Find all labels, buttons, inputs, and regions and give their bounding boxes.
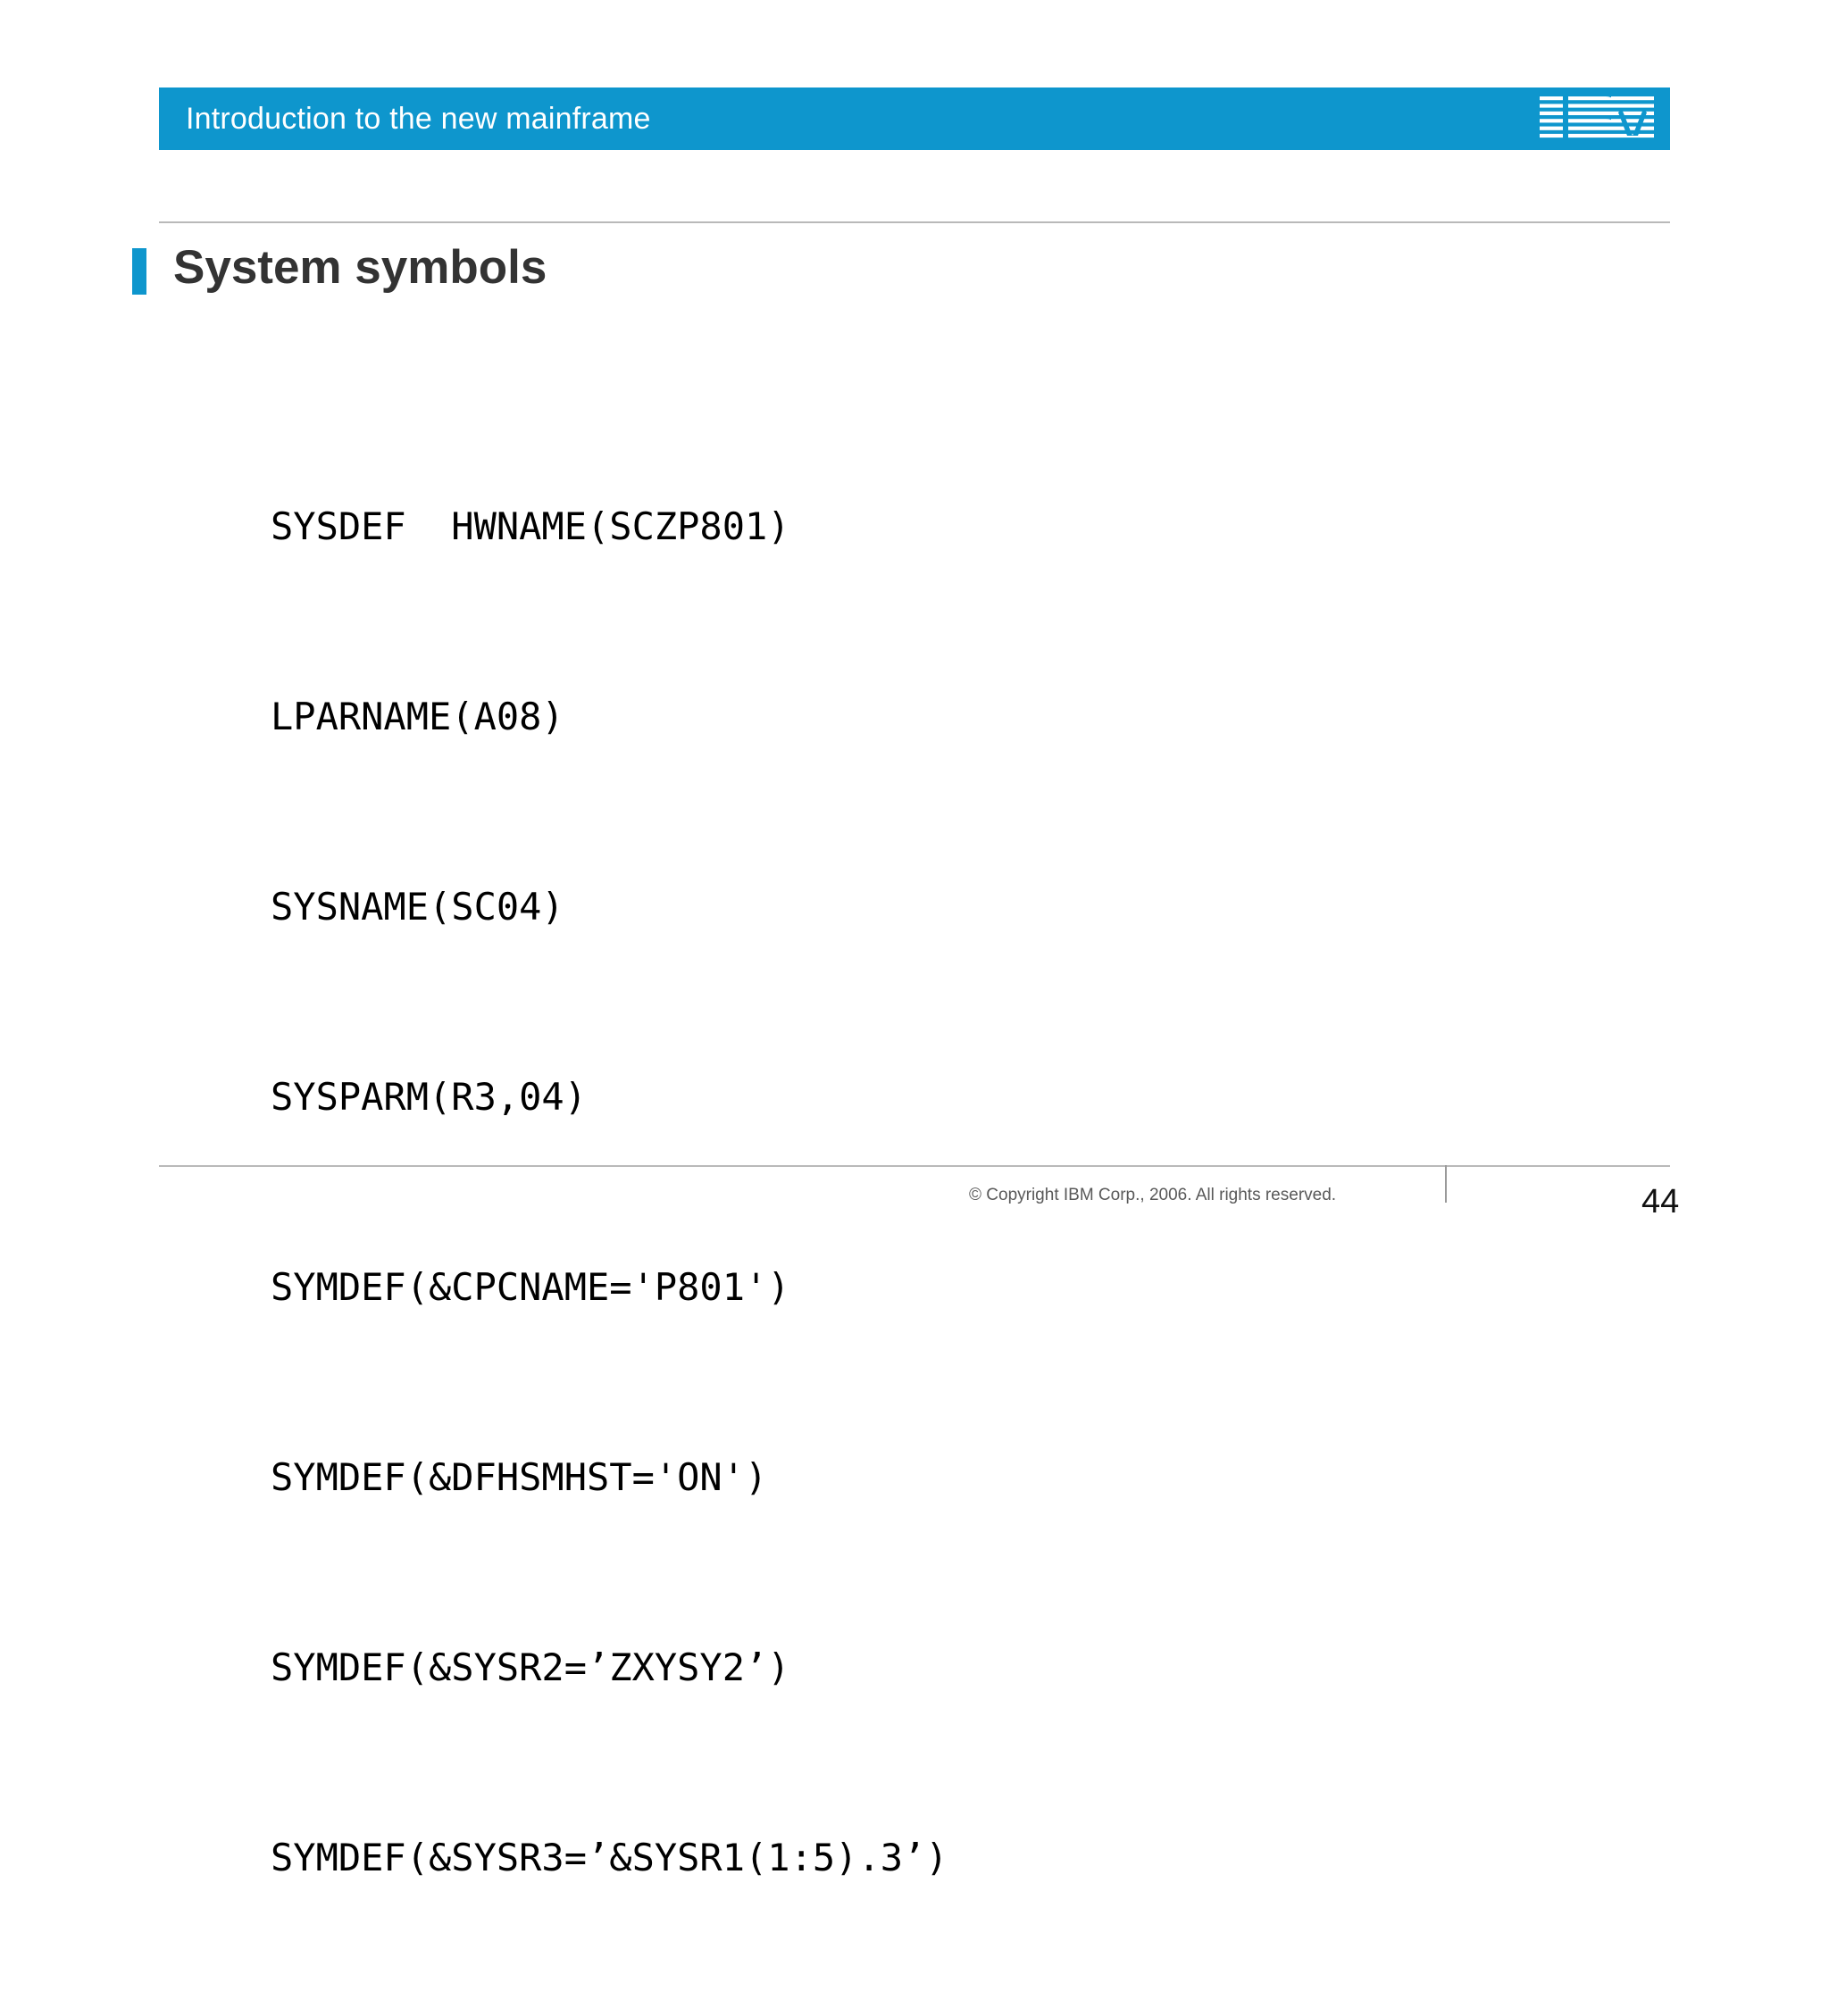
ibm-logo-icon [1540,96,1654,141]
title-accent-bar [132,248,146,295]
header-title: Introduction to the new mainframe [186,102,651,136]
slide-canvas: Introduction to the new mainframe [132,87,1680,1879]
code-line: SYMDEF(&DFHSMHST='ON') [271,1455,768,1499]
copyright-text: © Copyright IBM Corp., 2006. All rights … [969,1186,1337,1204]
code-block: SYSDEF HWNAME(SCZP801) LPARNAME(A08) SYS… [271,368,948,2016]
footer-divider [159,1165,1670,1167]
code-line: LPARNAME(A08) [271,695,564,738]
code-line: SYSNAME(SC04) [271,885,564,929]
page-title: System symbols [132,243,547,295]
page-title-text: System symbols [173,241,547,294]
code-line: SYMDEF(&SYSR2=’ZXYSY2’) [271,1645,790,1689]
header-banner: Introduction to the new mainframe [159,87,1670,150]
title-divider [159,221,1670,223]
page-number: 44 [1641,1183,1680,1220]
code-line: SYSPARM(R3,04) [271,1075,588,1119]
code-line: SYMDEF(&CPCNAME='P801') [271,1265,790,1309]
footer-separator-tick [1445,1165,1447,1203]
code-line: SYSDEF HWNAME(SCZP801) [271,504,790,548]
code-line: SYMDEF(&SYSR3=’&SYSR1(1:5).3’) [271,1836,948,1879]
